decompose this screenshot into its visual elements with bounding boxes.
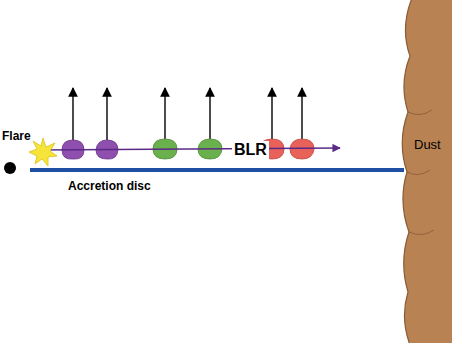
- dust-cloud: Dust: [398, 0, 452, 343]
- outflow-arrows: [73, 88, 302, 140]
- diagram-label: BLR: [232, 141, 269, 159]
- dust-outline: [398, 0, 452, 343]
- light-path: [40, 148, 340, 150]
- node-label: Dust: [414, 138, 441, 152]
- diagram-label: Accretion disc: [68, 180, 151, 193]
- black-hole: [4, 162, 16, 174]
- flare-star: [29, 138, 57, 166]
- accretion-disc: [30, 168, 404, 172]
- diagram-label: Flare: [2, 130, 31, 143]
